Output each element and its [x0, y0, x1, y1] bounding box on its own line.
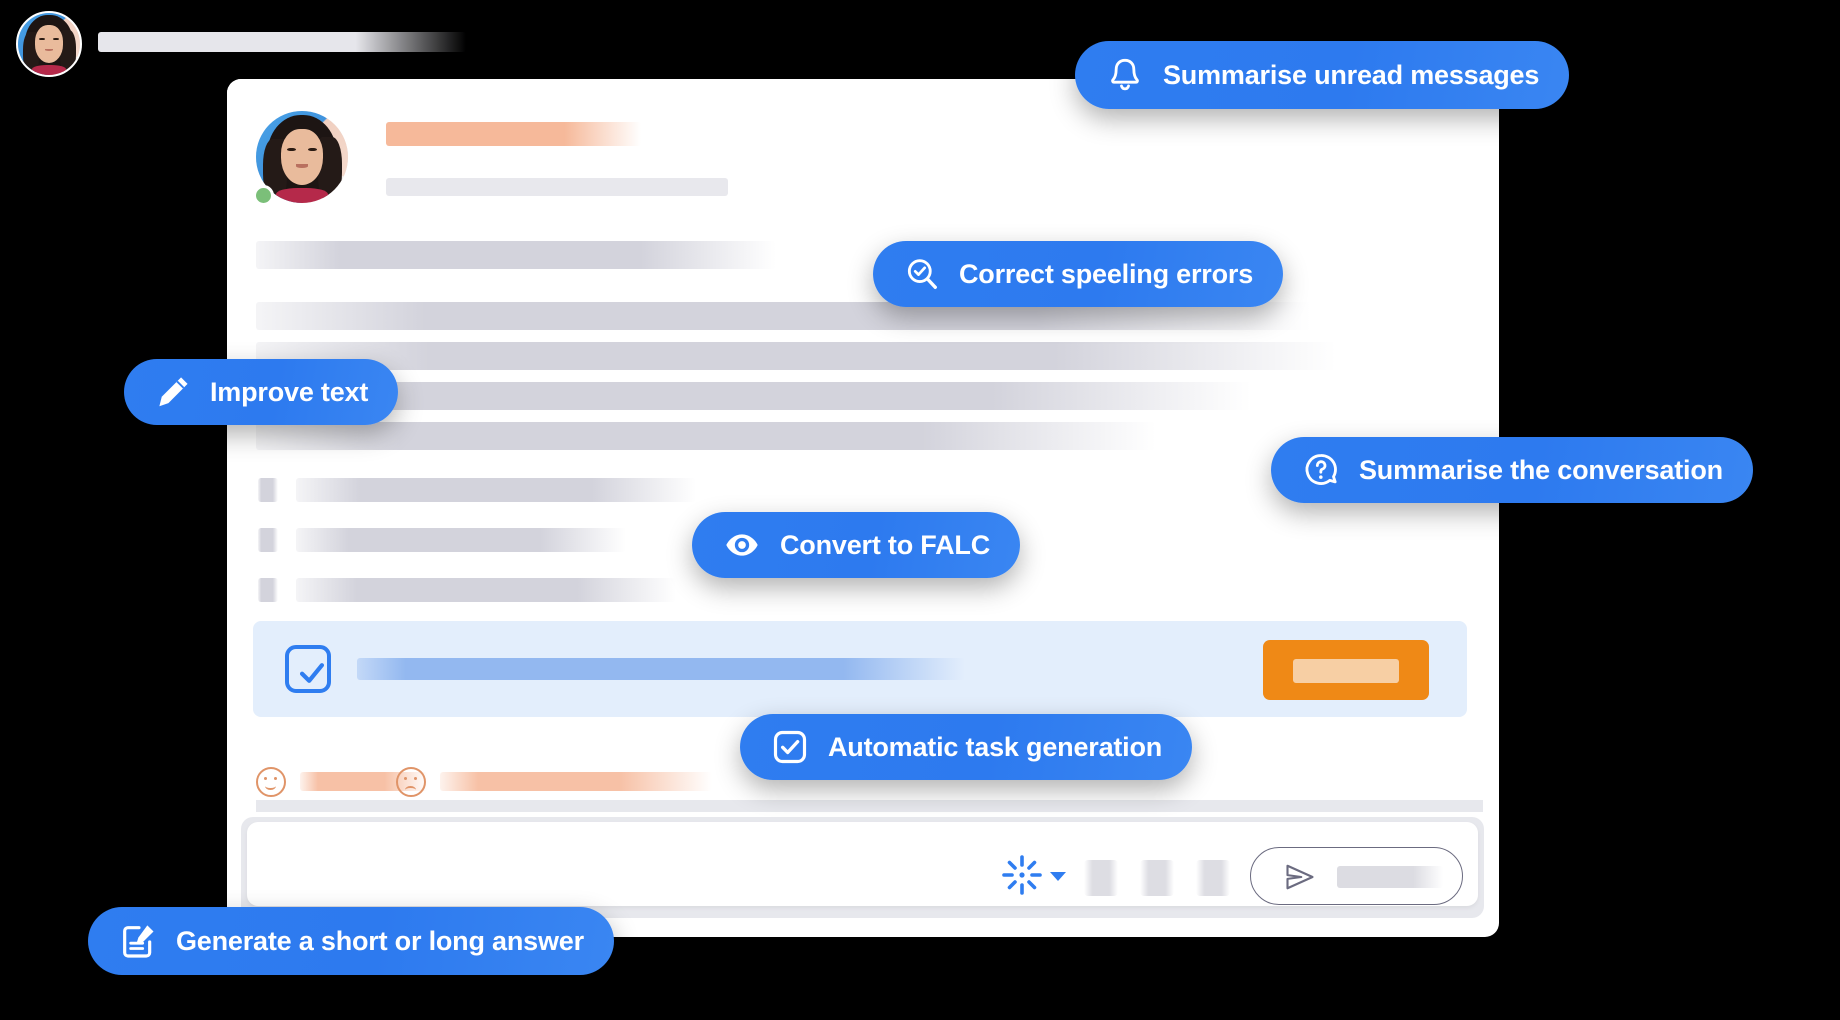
feature-pill-correct-spelling[interactable]: Correct speeling errors	[873, 241, 1284, 307]
composer-toolbar-item[interactable]	[1084, 860, 1118, 896]
feature-pill-label: Convert to FALC	[780, 529, 990, 560]
composer-avatar[interactable]	[16, 11, 82, 77]
message-line	[256, 382, 1251, 410]
list-line	[296, 578, 676, 602]
reaction-label-placeholder	[440, 772, 712, 791]
list-marker	[258, 528, 278, 552]
footer-strip-placeholder	[256, 800, 1483, 812]
send-button[interactable]	[1250, 847, 1463, 905]
feature-pill-label: Generate a short or long answer	[176, 925, 584, 956]
task-action-button[interactable]	[1263, 640, 1429, 700]
composer-toolbar-item[interactable]	[1196, 860, 1230, 896]
list-marker	[258, 478, 278, 502]
composer-toolbar-item[interactable]	[1140, 860, 1174, 896]
feature-pill-automatic-task-generation[interactable]: Automatic task generation	[740, 714, 1193, 780]
list-line	[296, 528, 626, 552]
composer-avatar-image	[18, 13, 80, 75]
feature-pill-summarise-conversation[interactable]: Summarise the conversation	[1271, 437, 1753, 503]
task-checkbox[interactable]	[285, 645, 331, 693]
sender-meta-placeholder	[386, 178, 728, 196]
task-action-label-placeholder	[1293, 659, 1399, 683]
bell-icon	[1105, 55, 1145, 95]
feature-pill-summarise-unread[interactable]: Summarise unread messages	[1075, 41, 1570, 109]
list-line	[296, 478, 696, 502]
feature-pill-label: Improve text	[210, 376, 369, 407]
message-line	[256, 241, 776, 269]
message-line	[256, 342, 1336, 370]
paper-plane-icon	[1283, 862, 1317, 897]
smiley-face-icon[interactable]	[256, 767, 286, 797]
send-button-label-placeholder	[1337, 866, 1443, 888]
feature-pill-label: Correct speeling errors	[959, 258, 1254, 289]
checkbox-icon	[770, 727, 810, 767]
frowning-face-icon[interactable]	[396, 767, 426, 797]
feature-pill-generate-answer[interactable]: Generate a short or long answer	[88, 907, 614, 975]
task-row[interactable]	[253, 621, 1467, 717]
chevron-down-icon[interactable]	[1050, 872, 1066, 881]
pencil-icon	[154, 373, 192, 411]
feature-pill-label: Automatic task generation	[828, 731, 1163, 762]
task-title-placeholder	[357, 658, 965, 680]
feature-pill-improve-text[interactable]: Improve text	[124, 359, 399, 425]
feature-pill-label: Summarise unread messages	[1163, 59, 1540, 90]
compose-icon	[118, 921, 158, 961]
sender-name-placeholder	[386, 122, 641, 146]
message-line	[256, 422, 1156, 450]
question-bubble-icon	[1301, 450, 1341, 490]
eye-icon	[722, 525, 762, 565]
list-marker	[258, 578, 278, 602]
search-check-icon	[903, 255, 941, 293]
composer-input-placeholder[interactable]	[98, 32, 466, 52]
feature-pill-convert-to-falc[interactable]: Convert to FALC	[692, 512, 1020, 578]
presence-online-indicator	[253, 185, 274, 206]
feature-pill-label: Summarise the conversation	[1359, 454, 1723, 485]
sparkle-icon[interactable]	[1001, 854, 1043, 896]
